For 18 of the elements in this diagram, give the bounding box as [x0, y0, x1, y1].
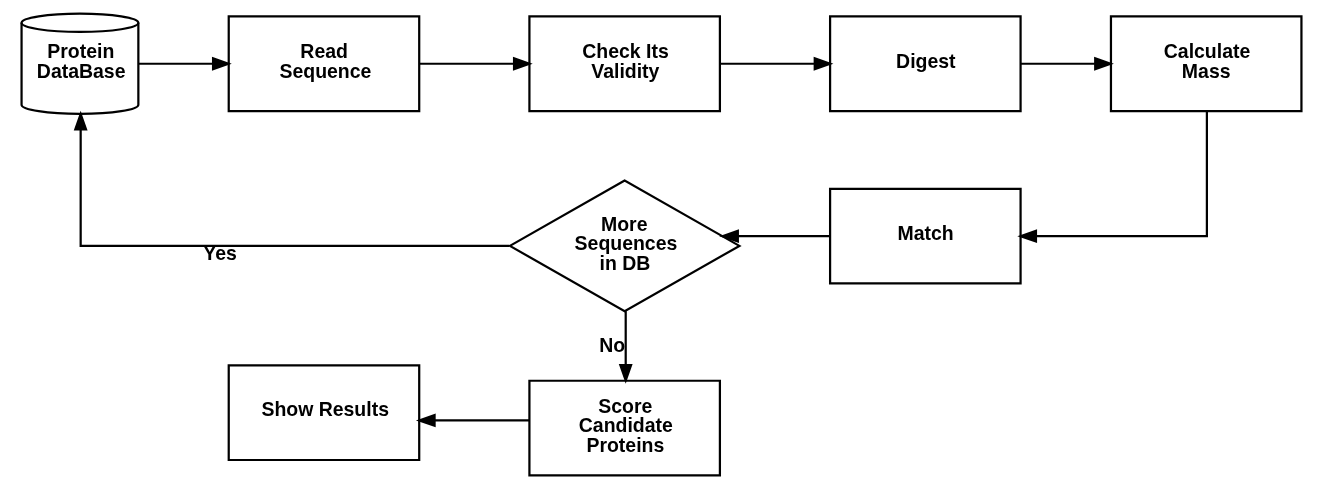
node-box: Digest: [829, 15, 1022, 113]
node-box: Match: [829, 187, 1022, 285]
arrow: [138, 56, 232, 71]
node-box: Read Sequence: [227, 15, 421, 113]
node-box: Check Its Validity: [528, 15, 721, 113]
arrow: [419, 56, 533, 71]
arrow: [1017, 111, 1208, 244]
arrow: [1020, 56, 1114, 71]
edge-label: Yes: [203, 242, 237, 265]
arrow: [618, 311, 633, 384]
arrow: [720, 56, 834, 71]
arrow: [415, 413, 530, 428]
arrow: [719, 229, 830, 244]
node-box: Show Results: [227, 364, 421, 462]
arrow: [73, 110, 510, 247]
edge-label: No: [599, 334, 626, 357]
node-box: Score Candidate Proteins: [528, 379, 721, 477]
node-box: Calculate Mass: [1109, 15, 1303, 113]
